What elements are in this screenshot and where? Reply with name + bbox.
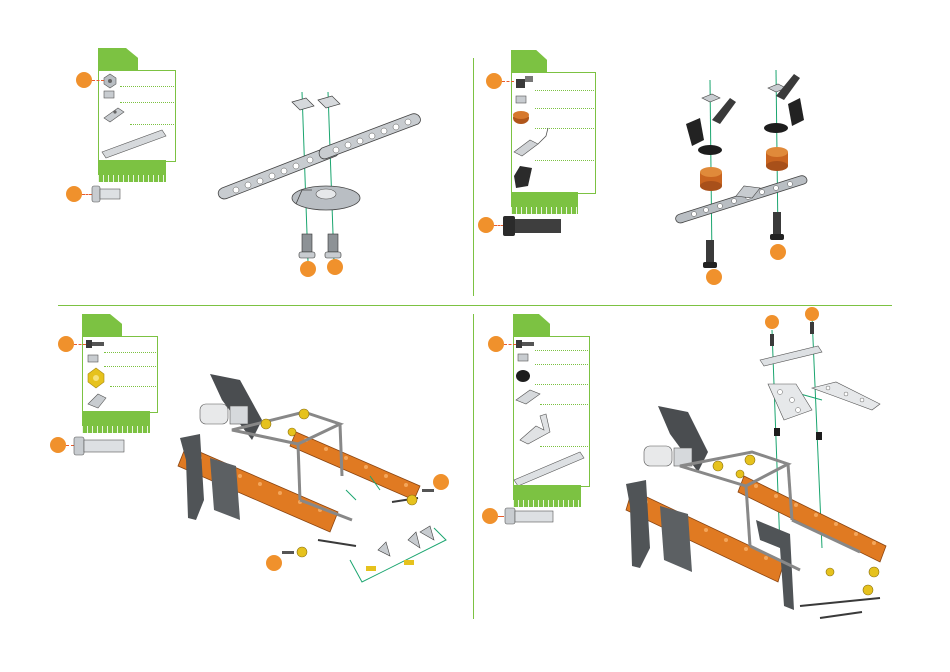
callout-badge (805, 307, 819, 321)
axle-rods (800, 598, 880, 618)
yellow-nut-icon (713, 455, 879, 595)
spacer-icon (774, 428, 822, 440)
motor (644, 446, 692, 466)
orange-rail (738, 476, 886, 562)
l-bracket-icon (812, 382, 880, 410)
strip-icon (760, 346, 822, 366)
callout-badge (765, 315, 779, 329)
frame-strips (680, 452, 860, 570)
